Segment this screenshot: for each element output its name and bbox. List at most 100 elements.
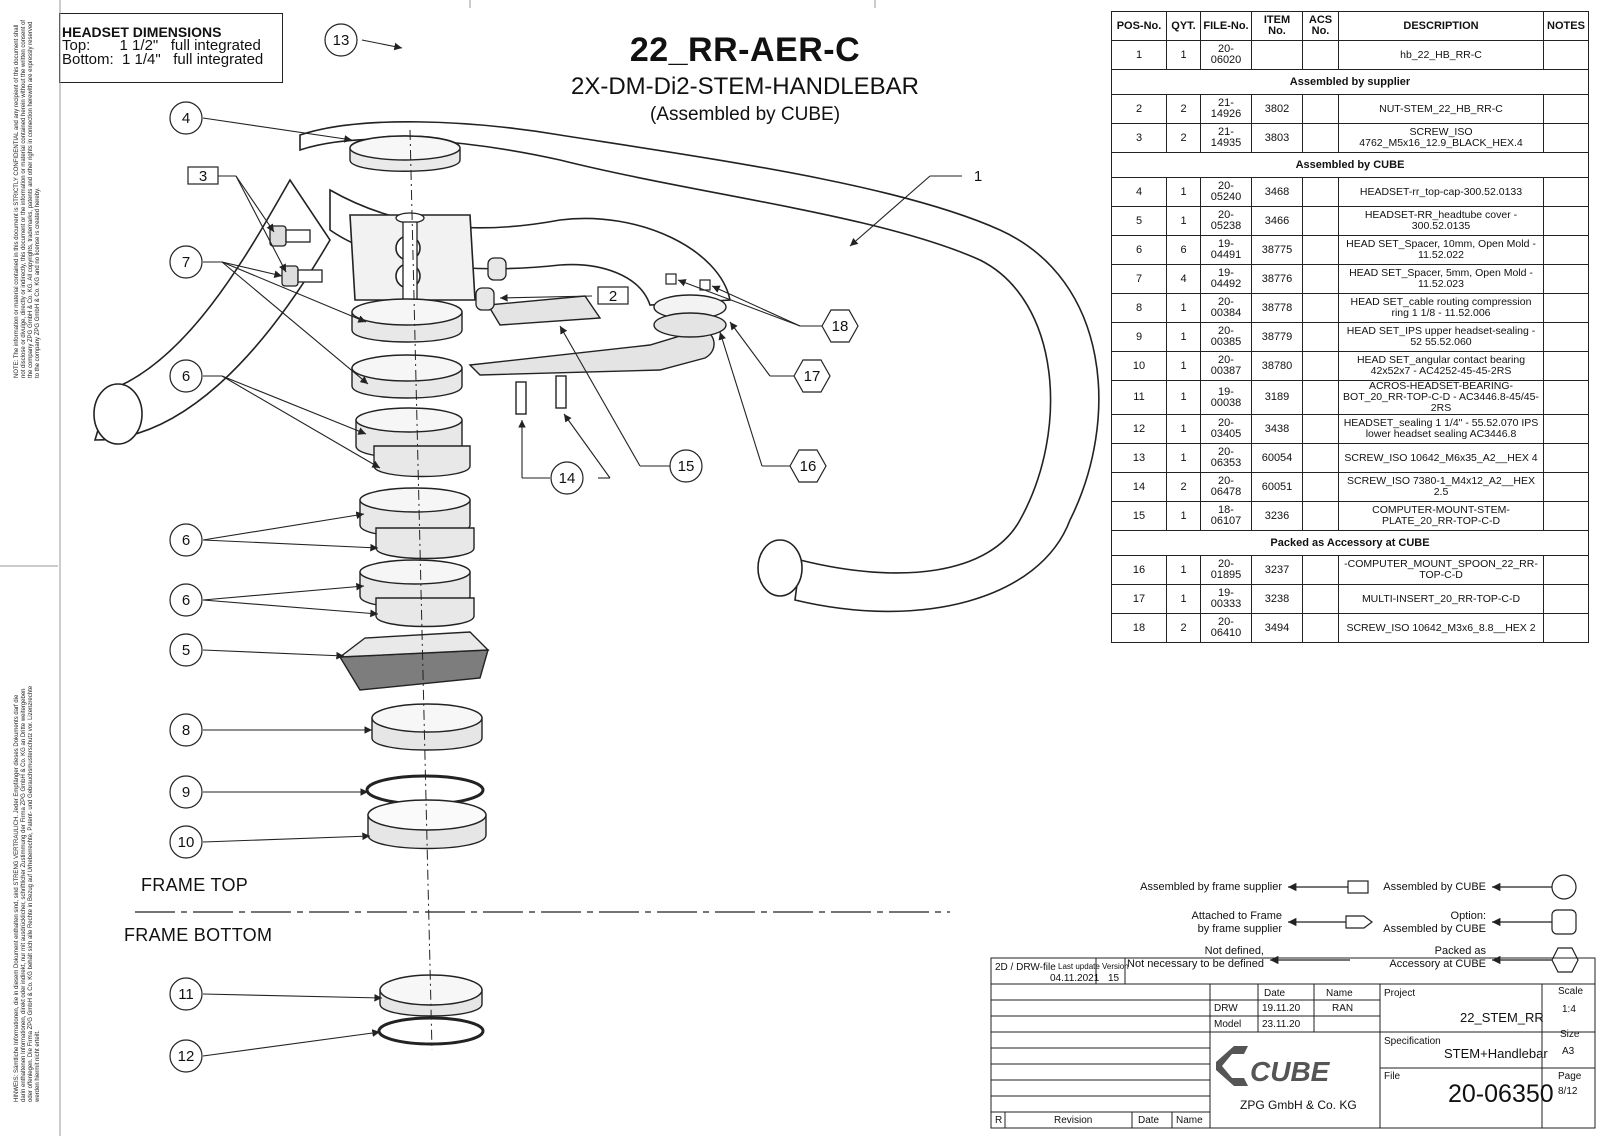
bom-header-desc: DESCRIPTION: [1338, 11, 1544, 41]
bom-cell-item: 3438: [1251, 414, 1303, 444]
bom-cell-acs: [1302, 40, 1339, 70]
bom-cell-qty: 1: [1166, 380, 1201, 415]
bom-cell-file: 20-06478: [1200, 472, 1252, 502]
bom-cell-notes: [1543, 414, 1589, 444]
tb-drw-name: RAN: [1332, 1003, 1354, 1014]
svg-text:11: 11: [178, 986, 194, 1003]
bom-cell-qty: 2: [1166, 123, 1201, 153]
callout-3: 3: [187, 166, 219, 185]
bom-cell-pos: 15: [1111, 501, 1167, 531]
callout-5: 5: [169, 633, 203, 667]
tb-spec-label: Specification: [1384, 1036, 1441, 1047]
bom-cell-file: 20-06020: [1200, 40, 1252, 70]
bom-section-row: Assembled by CUBE: [1111, 152, 1589, 178]
bom-cell-desc: SCREW_ISO 7380-1_M4x12_A2__HEX 2.5: [1338, 472, 1544, 502]
computer-mount: [468, 294, 727, 415]
spacer-7a: [351, 298, 463, 343]
bom-cell-qty: 4: [1166, 264, 1201, 294]
callout-11: 11: [169, 977, 203, 1011]
bom-cell-desc: MULTI-INSERT_20_RR-TOP-C-D: [1338, 584, 1544, 614]
callout-13: 13: [324, 23, 358, 57]
legend-symbols: [1270, 874, 1579, 973]
tb-project-label: Project: [1384, 988, 1416, 999]
callout-17: 17: [793, 359, 831, 393]
bom-cell-file: 21-14935: [1200, 123, 1252, 153]
callout-6b: 6: [169, 523, 203, 557]
bom-cell-file: 20-00387: [1200, 351, 1252, 381]
nuts-2: [475, 257, 507, 311]
bom-cell-qty: 1: [1166, 443, 1201, 473]
headtube-cover-5: [337, 631, 490, 691]
svg-text:15: 15: [678, 458, 695, 475]
sealing-12: [377, 1016, 485, 1046]
bom-cell-notes: [1543, 501, 1589, 531]
bom-cell-acs: [1302, 380, 1339, 415]
bom-cell-pos: 6: [1111, 235, 1167, 265]
callout-8: 8: [169, 713, 203, 747]
bom-cell-pos: 8: [1111, 293, 1167, 323]
tb-model-label: Model: [1214, 1019, 1242, 1030]
top-cap: [349, 135, 461, 172]
bom-cell-notes: [1543, 351, 1589, 381]
bom-cell-acs: [1302, 584, 1339, 614]
bom-cell-item: 3803: [1251, 123, 1303, 153]
callout-16: 16: [789, 449, 827, 483]
tb-r-label: R: [995, 1115, 1003, 1126]
svg-text:13: 13: [333, 32, 350, 49]
bom-section-row: Assembled by supplier: [1111, 69, 1589, 95]
tb-last-update-label: Last update: [1058, 962, 1100, 971]
bom-cell-qty: 2: [1166, 613, 1201, 643]
svg-text:6: 6: [182, 368, 190, 385]
headset-bottom-row: Bottom: 1 1/4" full integrated: [62, 52, 282, 67]
tb-file-type: 2D / DRW-file: [995, 962, 1056, 973]
svg-text:2: 2: [609, 288, 617, 305]
bom-cell-desc: HEAD SET_Spacer, 10mm, Open Mold - 11.52…: [1338, 235, 1544, 265]
bom-cell-notes: [1543, 584, 1589, 614]
drawing-title-note: (Assembled by CUBE): [649, 104, 841, 125]
bom-cell-desc: HEAD SET_IPS upper headset-sealing - 52 …: [1338, 322, 1544, 352]
bom-cell-item: 38775: [1251, 235, 1303, 265]
bom-cell-desc: HEADSET-RR_headtube cover - 300.52.0135: [1338, 206, 1544, 236]
bom-cell-qty: 1: [1166, 351, 1201, 381]
bom-cell-qty: 2: [1166, 94, 1201, 124]
bom-cell-acs: [1302, 414, 1339, 444]
headset-dimensions-box: HEADSET DIMENSIONS Top: 1 1/2" full inte…: [59, 13, 283, 83]
drawing-title-main: 22_RR-AER-C: [629, 31, 861, 69]
tb-company: ZPG GmbH & Co. KG: [1240, 1098, 1357, 1112]
bom-cell-file: 20-06353: [1200, 443, 1252, 473]
headset-dimensions-title: HEADSET DIMENSIONS: [62, 24, 222, 40]
bom-cell-item: 38780: [1251, 351, 1303, 381]
bom-cell-qty: 2: [1166, 472, 1201, 502]
bom-cell-notes: [1543, 123, 1589, 153]
bom-cell-qty: 1: [1166, 40, 1201, 70]
bom-cell-file: 19-00333: [1200, 584, 1252, 614]
bom-header-qty: QYT.: [1166, 11, 1201, 41]
callout-2: 2: [597, 286, 629, 305]
tb-model-date: 23.11.20: [1262, 1019, 1301, 1030]
bom-cell-acs: [1302, 322, 1339, 352]
bom-cell-item: 3468: [1251, 177, 1303, 207]
bom-section-label: Assembled by CUBE: [1111, 152, 1589, 178]
svg-text:5: 5: [182, 642, 190, 659]
svg-text:8: 8: [182, 722, 190, 739]
tb-file: 20-06350: [1448, 1080, 1554, 1108]
bom-cell-notes: [1543, 177, 1589, 207]
svg-text:17: 17: [804, 368, 821, 385]
bom-cell-notes: [1543, 472, 1589, 502]
bom-cell-file: 19-04492: [1200, 264, 1252, 294]
bom-section-label: Packed as Accessory at CUBE: [1111, 530, 1589, 556]
bom-cell-qty: 1: [1166, 206, 1201, 236]
svg-text:6: 6: [182, 532, 190, 549]
tb-version: 15: [1108, 973, 1120, 984]
svg-text:14: 14: [559, 470, 576, 487]
bom-cell-pos: 16: [1111, 555, 1167, 585]
bom-cell-file: 19-04491: [1200, 235, 1252, 265]
